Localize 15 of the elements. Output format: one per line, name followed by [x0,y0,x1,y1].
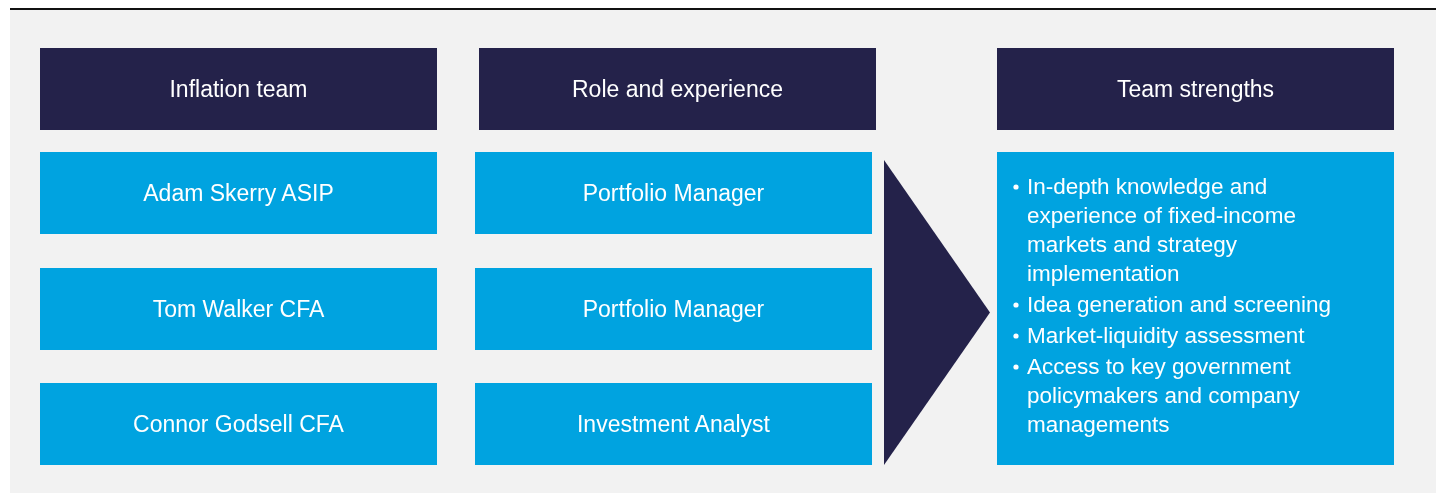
header-box: Inflation team [40,48,437,130]
info-box: Investment Analyst [475,383,872,465]
header-box: Team strengths [997,48,1394,130]
header-box: Role and experience [479,48,876,130]
info-box: Portfolio Manager [475,152,872,234]
chevron-arrow [884,160,990,465]
info-box: Portfolio Manager [475,268,872,350]
bullet-item: Idea generation and screening [1027,291,1331,319]
info-box: Tom Walker CFA [40,268,437,350]
info-box: Adam Skerry ASIP [40,152,437,234]
strengths-box [997,152,1394,465]
info-box: Connor Godsell CFA [40,383,437,465]
bullet-item: Access to key government policymakers and company managements [1027,353,1301,439]
bullet-item: In-depth knowledge and experience of fixed-income markets and strategy implementation [1027,173,1297,288]
bullet-item: Market-liquidity assessment [1027,322,1305,350]
